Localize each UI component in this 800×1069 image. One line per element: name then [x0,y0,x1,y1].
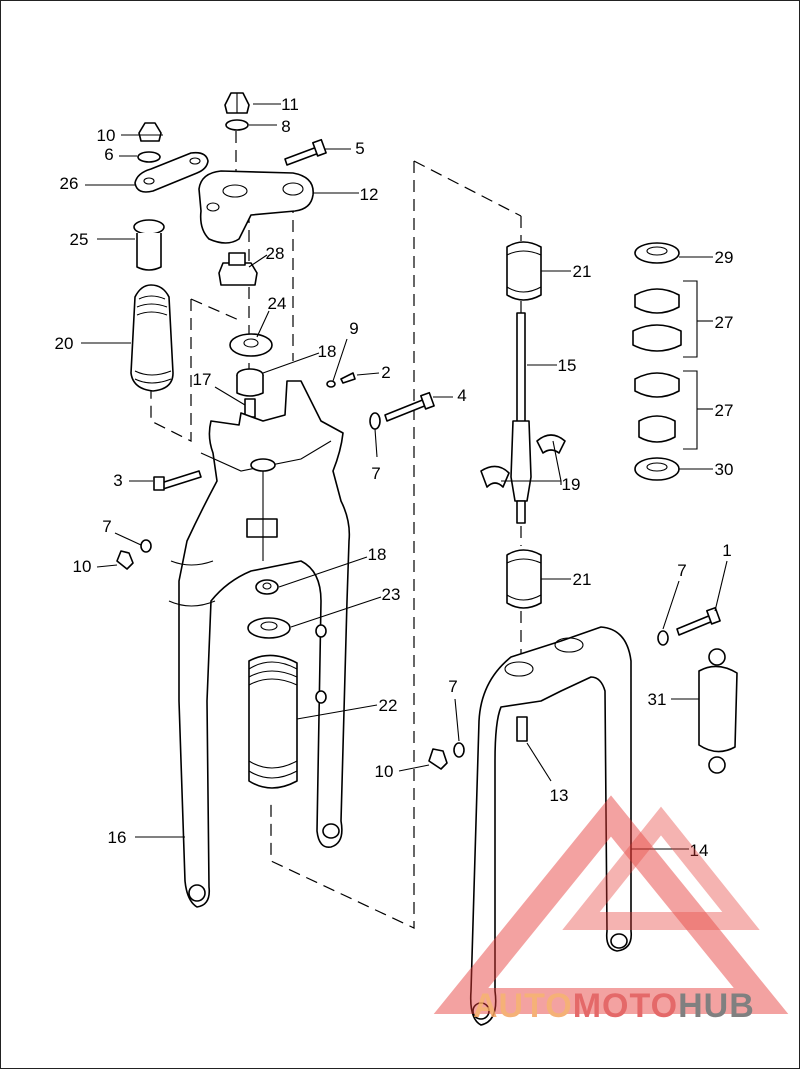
spring-22 [248,654,298,789]
callout-c26: 26 [60,174,79,193]
washer-7-right [657,630,669,646]
callout-c12: 12 [360,185,379,204]
callout-c23: 23 [382,585,401,604]
spring-21-lower [506,549,542,609]
rigid-fork-14 [469,626,633,1026]
callout-c27a: 27 [715,313,734,332]
callout-c24: 24 [268,294,287,313]
callout-c10c: 10 [375,762,394,781]
washer-6 [137,151,161,163]
leader-lines [81,103,728,850]
callout-c16: 16 [108,828,127,847]
seal-30 [634,457,680,481]
callout-c31: 31 [648,690,667,709]
screw-2 [340,372,356,384]
callout-c20: 20 [55,334,74,353]
spring-21-upper [506,241,542,301]
acorn-nut-10-lower [428,748,448,770]
boot-20 [130,284,174,392]
callout-c10a: 10 [97,126,116,145]
callout-c1: 1 [722,541,731,560]
acorn-nut-10-top [138,122,162,142]
callout-c3: 3 [113,471,122,490]
callout-c7a: 7 [371,464,380,483]
acorn-nut-10-left [116,550,134,570]
callout-c7d: 7 [448,677,457,696]
callout-c2: 2 [381,363,390,382]
washer-24 [229,333,273,357]
watermark-triangle-inner [562,806,760,930]
callout-c30: 30 [715,460,734,479]
washer-8 [225,119,249,131]
cup-23 [247,617,291,639]
callout-c7c: 7 [677,561,686,580]
retainer-19 [480,434,566,488]
callout-labels: 1234567777891010101112131415161718181920… [55,95,734,860]
dashed-guide-lines [150,131,522,929]
callout-c7b: 7 [102,517,111,536]
callout-c4: 4 [457,386,466,405]
callout-c15: 15 [558,356,577,375]
callout-c21a: 21 [573,262,592,281]
bushing-25 [133,219,165,271]
rocker-arm-12 [198,170,314,244]
callout-c25: 25 [70,230,89,249]
callout-c21b: 21 [573,570,592,589]
callout-c18a: 18 [318,342,337,361]
callout-c22: 22 [379,696,398,715]
washer-7-lower [453,742,465,758]
washer-7-upper [369,412,381,430]
callout-c13: 13 [550,786,569,805]
link-plate-26 [134,151,209,193]
callout-c27b: 27 [715,401,734,420]
shock-absorber-31 [698,648,738,774]
spindle-18-lower [255,579,279,595]
bearing-27-lower [634,372,680,443]
callout-c5: 5 [355,139,364,158]
callout-c28: 28 [266,244,285,263]
callout-c6: 6 [104,145,113,164]
watermark-part-hub: HUB [678,987,755,1025]
rod-15 [510,312,532,524]
bolt-3 [153,470,202,491]
callout-c19: 19 [562,475,581,494]
seal-29 [634,242,680,264]
spring-fork-16 [168,380,351,908]
watermark-part-auto: AUTO [473,987,573,1025]
bearing-27-upper [632,288,682,352]
bolt-1 [676,606,721,636]
spindle-18-top [236,368,264,397]
washer-9 [326,380,336,388]
callout-c9: 9 [349,319,358,338]
callout-c11: 11 [281,95,299,114]
bolt-4 [384,391,435,422]
bolt-5 [284,138,327,166]
callout-c29: 29 [715,248,734,267]
acorn-nut-11 [224,92,250,114]
callout-c10b: 10 [73,557,92,576]
watermark-part-moto: MOTO [573,987,678,1025]
watermark-logo: AUTOMOTOHUB [433,795,789,1025]
callout-c18b: 18 [368,545,387,564]
callout-c8: 8 [281,117,290,136]
callout-c14: 14 [690,841,709,860]
watermark-triangle [433,795,789,1014]
callout-c17: 17 [193,370,212,389]
stud-nut-28 [218,252,258,286]
watermark-text: AUTOMOTOHUB [473,987,755,1025]
fitting-13 [516,716,528,742]
washer-7-left [140,539,152,553]
